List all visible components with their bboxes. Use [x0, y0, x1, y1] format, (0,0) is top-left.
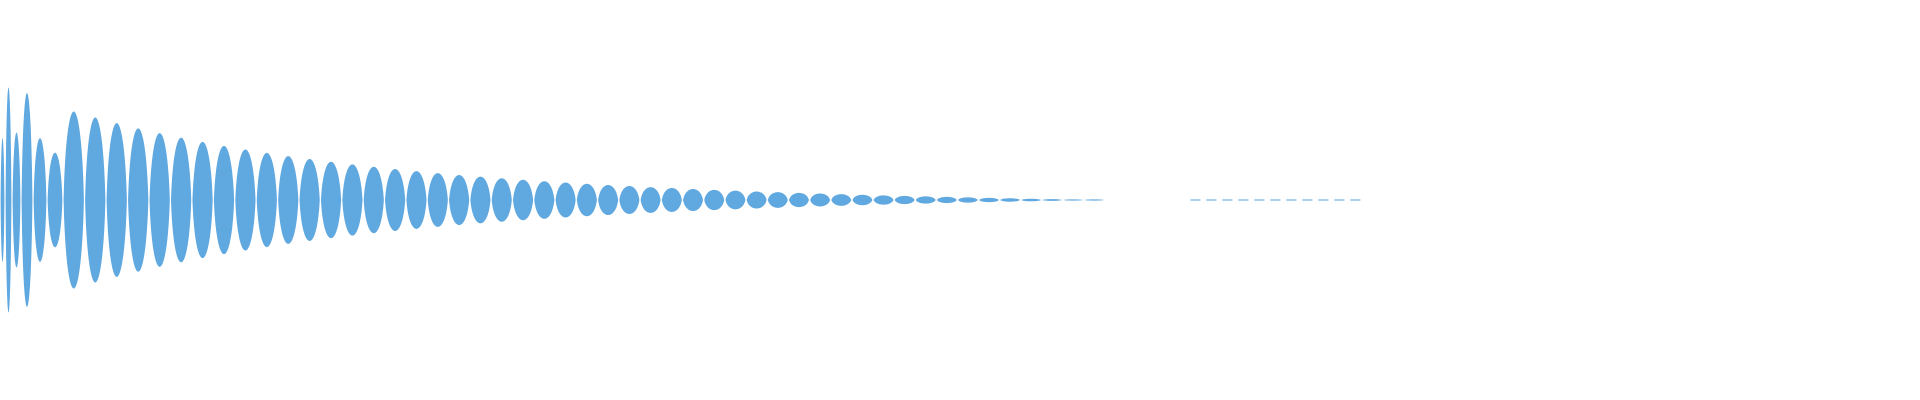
- waveform-lobe: [725, 190, 746, 210]
- waveform-lobe: [0, 138, 5, 262]
- waveform-lobe: [192, 141, 213, 259]
- waveform-lobe: [831, 194, 852, 206]
- waveform-lobe: [256, 152, 277, 248]
- waveform-lobe: [1063, 199, 1084, 201]
- waveform-lobe: [213, 145, 235, 255]
- waveform-lobe: [746, 191, 767, 209]
- waveform-lobe: [555, 182, 576, 218]
- waveform-lobe: [128, 128, 149, 272]
- waveform-lobe: [661, 188, 682, 212]
- waveform-lobe: [21, 93, 33, 307]
- waveform-lobe: [171, 137, 192, 263]
- waveform-lobe: [12, 132, 21, 268]
- waveform-lobe: [491, 178, 512, 222]
- waveform-lobe: [767, 192, 788, 208]
- waveform-lobe: [363, 166, 384, 234]
- waveform-lobe: [406, 171, 427, 229]
- waveform-lobe: [640, 187, 661, 213]
- waveform-lobe: [534, 181, 555, 219]
- waveform-lobe: [427, 173, 448, 227]
- waveform-lobe: [979, 197, 999, 203]
- waveform-lobe: [894, 195, 915, 205]
- waveform-lobe: [1021, 198, 1042, 202]
- waveform-lobe: [704, 189, 725, 211]
- waveform-lobe: [513, 179, 534, 221]
- waveform-lobe: [385, 169, 406, 231]
- waveform-lobe: [788, 192, 809, 208]
- waveform-lobe: [1042, 199, 1063, 201]
- waveform-lobe: [915, 196, 936, 204]
- waveform-lobe: [1084, 199, 1105, 201]
- waveform-lobe: [619, 186, 640, 214]
- waveform-lobe: [470, 176, 491, 224]
- waveform-lobe: [852, 194, 873, 206]
- waveform-lobe: [342, 164, 363, 236]
- waveform-lobe: [5, 87, 12, 313]
- waveform-lobe: [278, 156, 299, 244]
- waveform-lobe: [810, 193, 831, 207]
- waveform-lobe: [47, 152, 63, 248]
- waveform-lobe: [683, 188, 704, 212]
- waveform-lobe: [598, 184, 619, 216]
- waveform-lobe: [957, 197, 978, 203]
- waveform-lobe: [235, 149, 256, 251]
- waveform-lobe: [1000, 198, 1020, 202]
- waveform-lobe: [320, 161, 342, 239]
- waveform-lobe: [936, 196, 957, 204]
- waveform-lobe: [63, 111, 84, 289]
- waveform-lobe: [873, 195, 894, 205]
- waveform-lobe: [149, 133, 170, 267]
- waveform-lobe: [85, 117, 106, 283]
- waveform-lobe: [449, 174, 470, 226]
- waveform-lobe: [576, 183, 597, 217]
- waveform-lobe: [299, 159, 320, 241]
- waveform-lobe: [33, 138, 47, 262]
- waveform-lobes: [0, 87, 1105, 313]
- waveform-lobe: [106, 123, 127, 277]
